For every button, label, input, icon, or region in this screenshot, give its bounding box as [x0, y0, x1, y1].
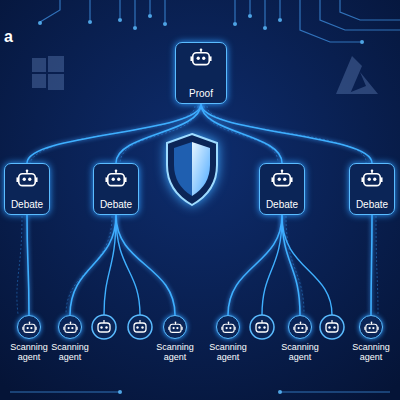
shield-icon: [167, 134, 217, 205]
connector-line: [228, 215, 282, 315]
node-label: Proof: [189, 88, 213, 99]
agent-label: Scanning agent: [206, 343, 250, 363]
agent-circle: [216, 315, 240, 339]
connector-line: [116, 104, 201, 163]
robot-icon: [63, 321, 78, 334]
extra-wires: [104, 216, 332, 315]
robot-icon: [221, 321, 236, 334]
robot-icon: [22, 321, 37, 334]
node-label: Debate: [266, 199, 298, 210]
connector-line: [27, 215, 29, 315]
scanning-agent: Scanning agent: [43, 315, 97, 363]
node-label: Debate: [100, 199, 132, 210]
agent-circle: [288, 315, 312, 339]
connector-line: [201, 104, 282, 163]
node-label: Debate: [356, 199, 388, 210]
agent-box: Debate: [93, 163, 139, 215]
unlabeled-agents: [92, 315, 344, 339]
agent-circle: [17, 315, 41, 339]
agent-box: Debate: [4, 163, 50, 215]
scanning-agent: Scanning agent: [273, 315, 327, 363]
robot-icon: [361, 169, 383, 188]
connector-line: [70, 215, 116, 315]
connector-line: [201, 104, 372, 163]
robot-icon: [293, 321, 308, 334]
agent-box: Debate: [259, 163, 305, 215]
connector-line: [282, 215, 300, 315]
agent-circle: [58, 315, 82, 339]
scanning-agent: Scanning agent: [2, 315, 56, 363]
brand-fragment: a: [4, 28, 13, 46]
circuit-traces: [10, 0, 400, 392]
scanning-agent: Scanning agent: [344, 315, 398, 363]
robot-icon: [364, 321, 379, 334]
scanning-agent: Scanning agent: [148, 315, 202, 363]
agent-label: Scanning agent: [278, 343, 322, 363]
robot-icon: [190, 48, 212, 67]
agent-label: Scanning agent: [349, 343, 393, 363]
data-streams: [17, 106, 378, 314]
robot-icon: [168, 321, 183, 334]
agent-label: Scanning agent: [48, 343, 92, 363]
robot-icon: [271, 169, 293, 188]
node-label: Debate: [11, 199, 43, 210]
connector-line: [116, 215, 175, 315]
connector-line: [371, 215, 372, 315]
agent-circle: [163, 315, 187, 339]
scanning-agent: Scanning agent: [201, 315, 255, 363]
agent-box: Debate: [349, 163, 395, 215]
agent-label: Scanning agent: [153, 343, 197, 363]
windows-logo: [32, 56, 64, 90]
robot-icon: [105, 169, 127, 188]
agent-circle: [359, 315, 383, 339]
circuit-pads: [38, 14, 364, 394]
robot-icon: [16, 169, 38, 188]
agent-box: Proof: [175, 42, 227, 104]
agent-label: Scanning agent: [7, 343, 51, 363]
connector-line: [27, 104, 201, 163]
azure-logo: [336, 56, 378, 94]
